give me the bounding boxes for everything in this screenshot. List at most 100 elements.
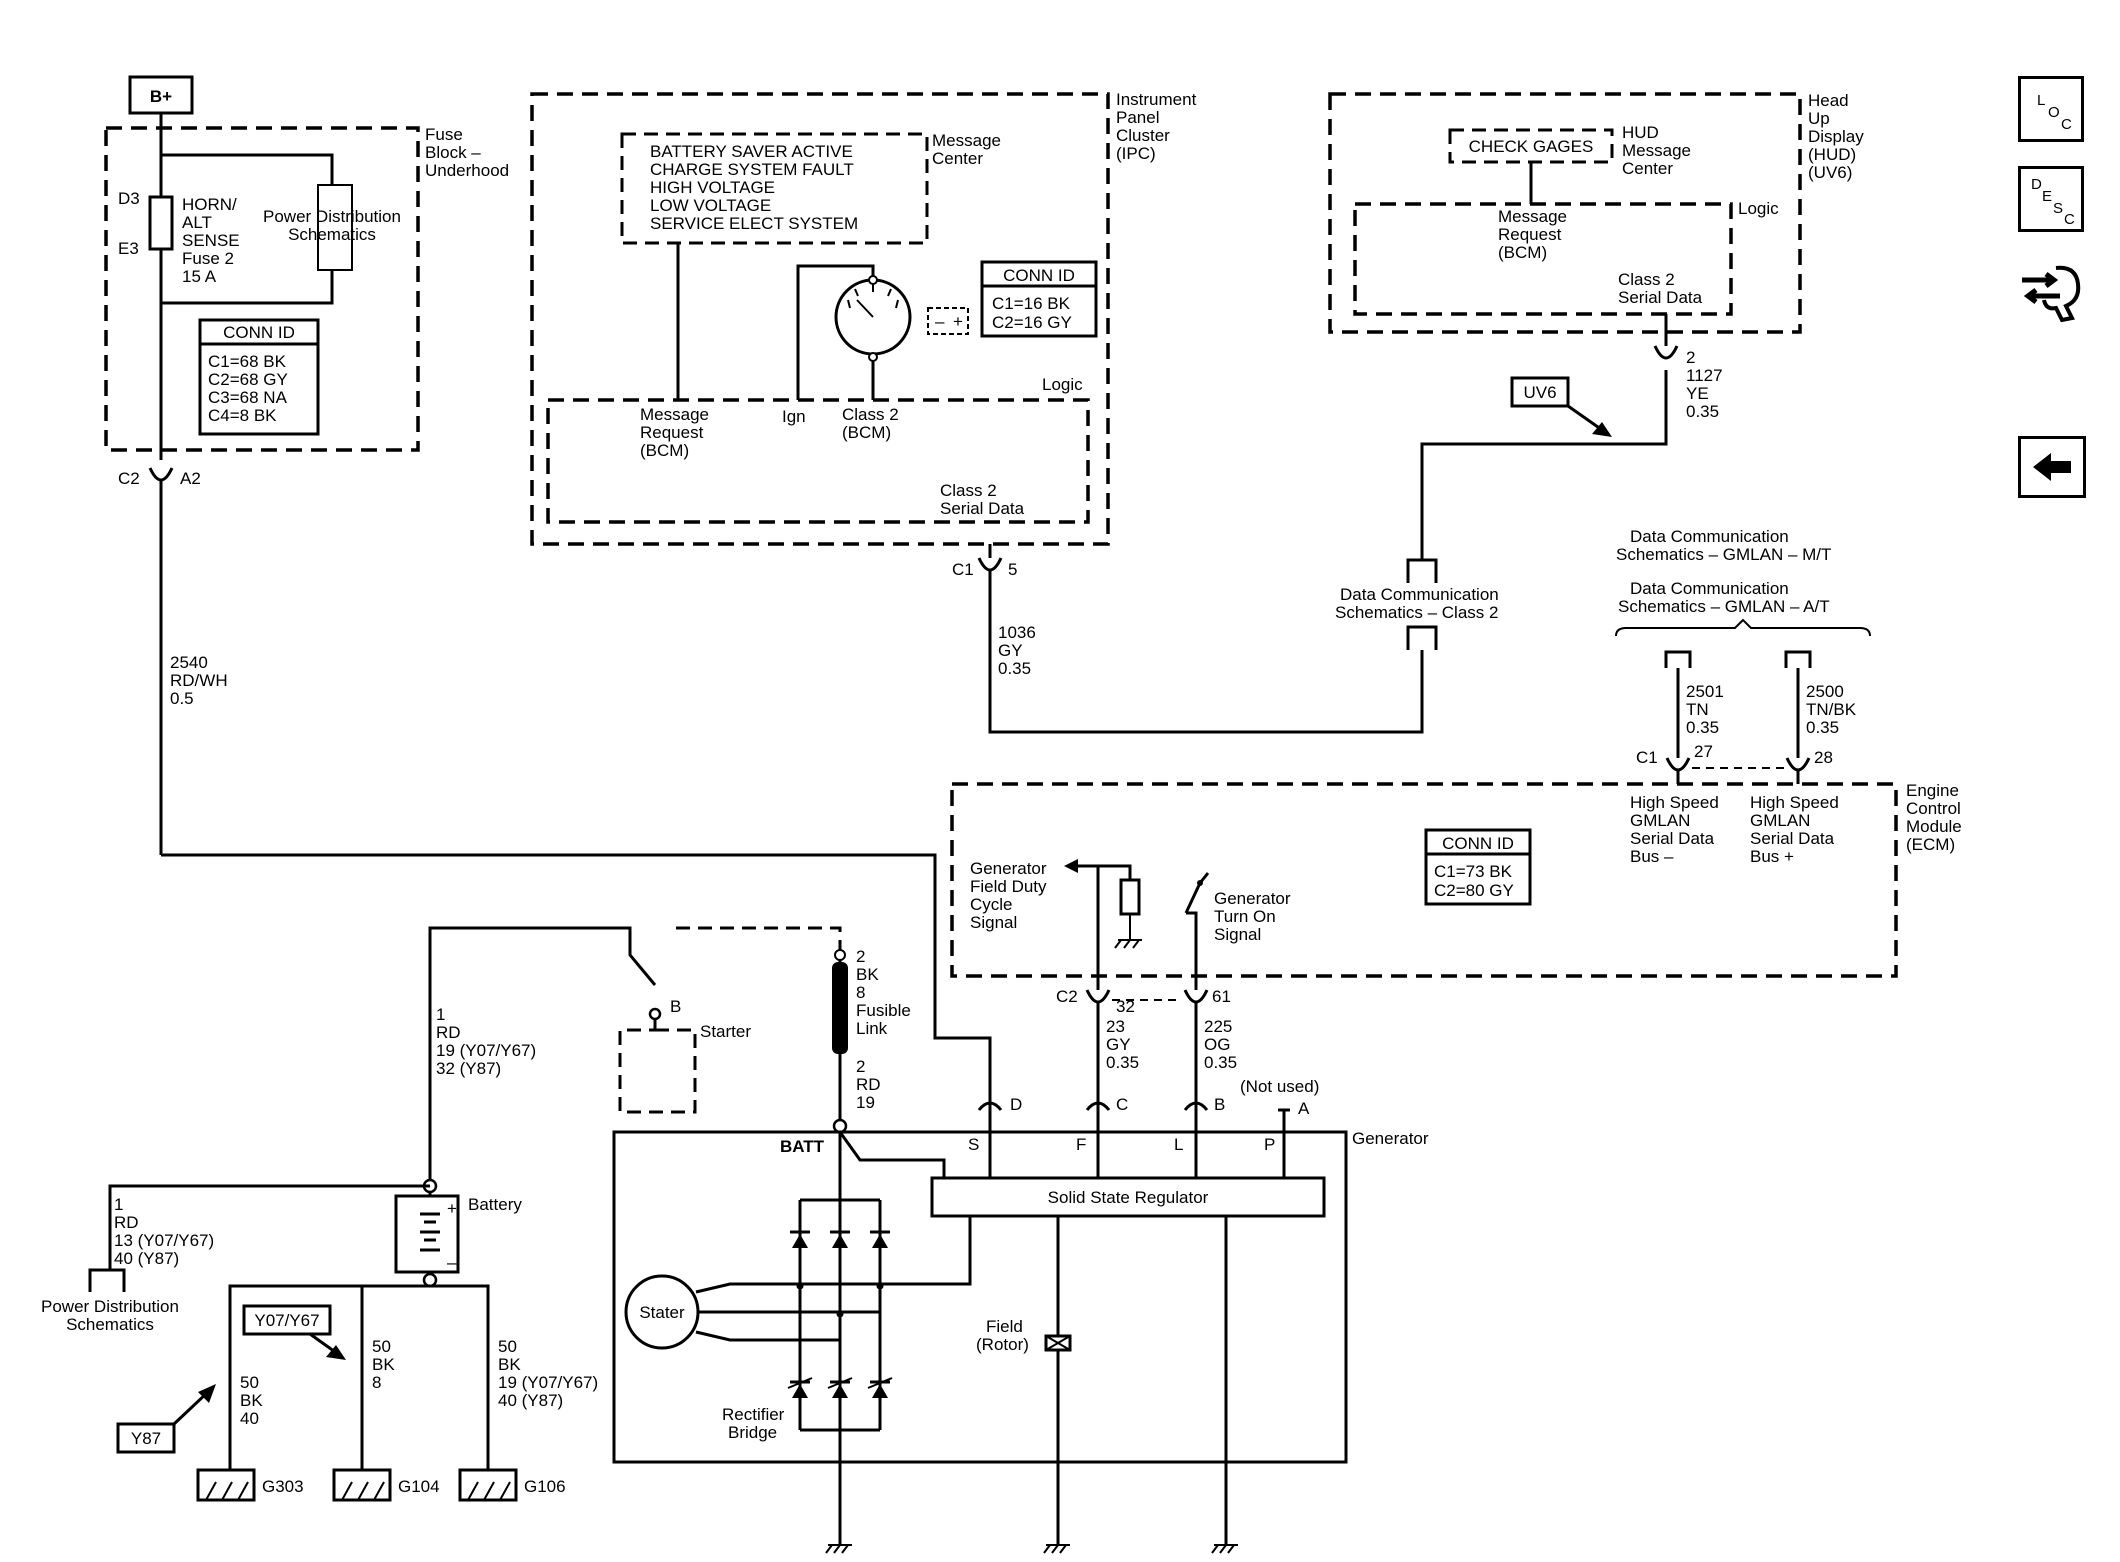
hud-logic-box	[1353, 202, 1733, 316]
fusible-bot-2: RD	[856, 1075, 881, 1094]
power-dist-bottom-1: Power Distribution	[41, 1297, 179, 1316]
fuse-pin-e3: E3	[118, 239, 139, 258]
rectifier-diodes	[787, 1230, 893, 1398]
fuse-conn-id-title: CONN ID	[223, 323, 295, 342]
turn-on-1: Generator	[1214, 889, 1291, 908]
wire-2501-line2: TN	[1686, 700, 1709, 719]
hud-serial-2: Serial Data	[1618, 288, 1703, 307]
gen-term-s: S	[968, 1135, 979, 1154]
field-duty-2: Field Duty	[970, 877, 1047, 896]
ecm-conn2: C2	[1056, 987, 1078, 1006]
fusible-top-5: Link	[856, 1019, 888, 1038]
fuse-conn-3: C3=68 NA	[208, 388, 288, 407]
hud-title-3: Display	[1808, 127, 1864, 146]
ecm-pin61: 61	[1212, 987, 1231, 1006]
ipc-logic-box	[546, 398, 1090, 524]
ipc-class2-bcm-1: Class 2	[842, 405, 899, 424]
hs-minus-2: GMLAN	[1630, 811, 1690, 830]
wire-g303-3: 40	[240, 1409, 259, 1428]
wire-g106-1: 50	[498, 1337, 517, 1356]
wire-g303-1: 50	[240, 1373, 259, 1392]
check-gages-label: CHECK GAGES	[1469, 137, 1594, 156]
connector-icon[interactable]	[2016, 260, 2086, 326]
gen-term-l: L	[1174, 1135, 1183, 1154]
gmlan-at-1: Data Communication	[1630, 579, 1789, 598]
ipc-title-1: Instrument	[1116, 90, 1197, 109]
wire-g104-3: 8	[372, 1373, 381, 1392]
y07-y67-tag	[242, 1304, 332, 1336]
ipc-msg-request-3: (BCM)	[640, 441, 689, 460]
hs-plus-4: Bus +	[1750, 847, 1794, 866]
hs-minus-3: Serial Data	[1630, 829, 1715, 848]
hs-minus-1: High Speed	[1630, 793, 1719, 812]
y07-y67-tag-label: Y07/Y67	[254, 1311, 319, 1330]
ipc-title-2: Panel	[1116, 108, 1159, 127]
gen-term-p: P	[1264, 1135, 1275, 1154]
ecm-title-1: Engine	[1906, 781, 1959, 800]
fuse-label-3: SENSE	[182, 231, 240, 250]
ipc-ign-label: Ign	[782, 407, 806, 426]
fusible-top-2: BK	[856, 965, 879, 984]
hud-msg-request-2: Request	[1498, 225, 1562, 244]
generator-title: Generator	[1352, 1129, 1429, 1148]
hud-title-2: Up	[1808, 109, 1830, 128]
wire-225-line3: 0.35	[1204, 1053, 1237, 1072]
wire-2500-line2: TN/BK	[1806, 700, 1857, 719]
wire-g303-2: BK	[240, 1391, 263, 1410]
uv6-tag-label: UV6	[1523, 383, 1556, 402]
hud-pin: 2	[1686, 348, 1695, 367]
ipc-msg-request-2: Request	[640, 423, 704, 442]
ipc-msg-request-1: Message	[640, 405, 709, 424]
wire-2500-line3: 0.35	[1806, 718, 1839, 737]
ipc-title-4: (IPC)	[1116, 144, 1156, 163]
fusible-bot-3: 19	[856, 1093, 875, 1112]
battery-symbol-icon	[927, 307, 969, 335]
wire-g106-2: BK	[498, 1355, 521, 1374]
battery-label: Battery	[468, 1195, 522, 1214]
ecm-pin27: 27	[1694, 742, 1713, 761]
wire-1-line1: 1	[436, 1005, 445, 1024]
fusible-top-3: 8	[856, 983, 865, 1002]
wire-bat-pd-4: 40 (Y87)	[114, 1249, 179, 1268]
wire-1-line4: 32 (Y87)	[436, 1059, 501, 1078]
ipc-msg-1: BATTERY SAVER ACTIVE	[650, 142, 853, 161]
wire-23-line1: 23	[1106, 1017, 1125, 1036]
ipc-msg-2: CHARGE SYSTEM FAULT	[650, 160, 854, 179]
hud-msg-request-3: (BCM)	[1498, 243, 1547, 262]
ecm-title-2: Control	[1906, 799, 1961, 818]
ground-g106-icon	[458, 1468, 518, 1502]
fuse-label-5: 15 A	[182, 267, 217, 286]
field-duty-3: Cycle	[970, 895, 1013, 914]
ipc-box	[530, 92, 1110, 546]
ground-g303-icon	[196, 1468, 256, 1502]
ipc-logic-label: Logic	[1042, 375, 1083, 394]
ecm-title-4: (ECM)	[1906, 835, 1955, 854]
hud-msg-request-1: Message	[1498, 207, 1567, 226]
fuse-label-1: HORN/	[182, 195, 237, 214]
wire-1-line2: RD	[436, 1023, 461, 1042]
wire-g104-1: 50	[372, 1337, 391, 1356]
wire-1127-line1: 1127	[1686, 366, 1723, 385]
wire-g106-4: 40 (Y87)	[498, 1391, 563, 1410]
power-dist-label-2: Schematics	[288, 225, 376, 244]
fuse-label-2: ALT	[182, 213, 212, 232]
ecm-pin32: 32	[1116, 997, 1135, 1016]
ipc-serial-2: Serial Data	[940, 499, 1025, 518]
fuse-label-4: Fuse 2	[182, 249, 234, 268]
ecm-conn-2: C2=80 GY	[1434, 881, 1514, 900]
hud-logic-label: Logic	[1738, 199, 1779, 218]
wire-1036-line1: 1036	[998, 623, 1036, 642]
wire-1036-line3: 0.35	[998, 659, 1031, 678]
wire-23-line2: GY	[1106, 1035, 1131, 1054]
gmlan-at-2: Schematics – GMLAN – A/T	[1618, 597, 1830, 616]
battery-icon	[394, 1194, 460, 1274]
back-arrow-icon[interactable]	[2018, 436, 2086, 498]
wire-1127-line3: 0.35	[1686, 402, 1719, 421]
fuse-out-pin: A2	[180, 469, 201, 488]
fusible-link-icon	[832, 962, 848, 1054]
gen-batt-label: BATT	[780, 1137, 825, 1156]
wire-g106-3: 19 (Y07/Y67)	[498, 1373, 598, 1392]
wire-g104-2: BK	[372, 1355, 395, 1374]
